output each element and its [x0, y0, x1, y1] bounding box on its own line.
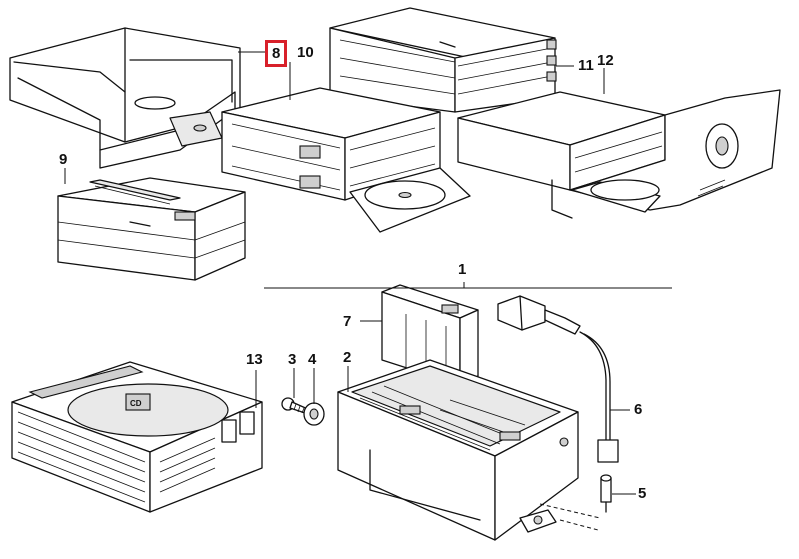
callout-6: 6	[634, 401, 643, 418]
callout-10: 10	[297, 44, 314, 61]
part-11-rack	[329, 7, 557, 113]
part-6-cable	[497, 295, 619, 463]
part-7-magazine	[381, 284, 479, 386]
part-2-housing	[337, 359, 579, 541]
callout-7: 7	[343, 313, 352, 330]
part-12-cartridge	[457, 89, 781, 219]
part-8-sleeve	[9, 27, 241, 169]
sticker-text: CD	[130, 399, 142, 408]
callout-9: 9	[59, 151, 68, 168]
callout-2: 2	[343, 349, 352, 366]
callout-4: 4	[308, 351, 317, 368]
callout-1: 1	[458, 261, 467, 278]
part-9-box	[57, 177, 246, 281]
callout-12: 12	[597, 52, 614, 69]
part-4-grommet	[303, 402, 325, 426]
callout-13: 13	[246, 351, 263, 368]
part-13-changer: CD	[11, 361, 263, 513]
callout-11: 11	[578, 57, 594, 74]
callout-3: 3	[288, 351, 297, 368]
callout-8-highlighted: 8	[264, 40, 288, 67]
part-10-cartridge	[221, 87, 471, 233]
callout-5: 5	[638, 485, 647, 502]
part-5-bulb	[600, 474, 612, 513]
leader-lines	[64, 51, 672, 531]
